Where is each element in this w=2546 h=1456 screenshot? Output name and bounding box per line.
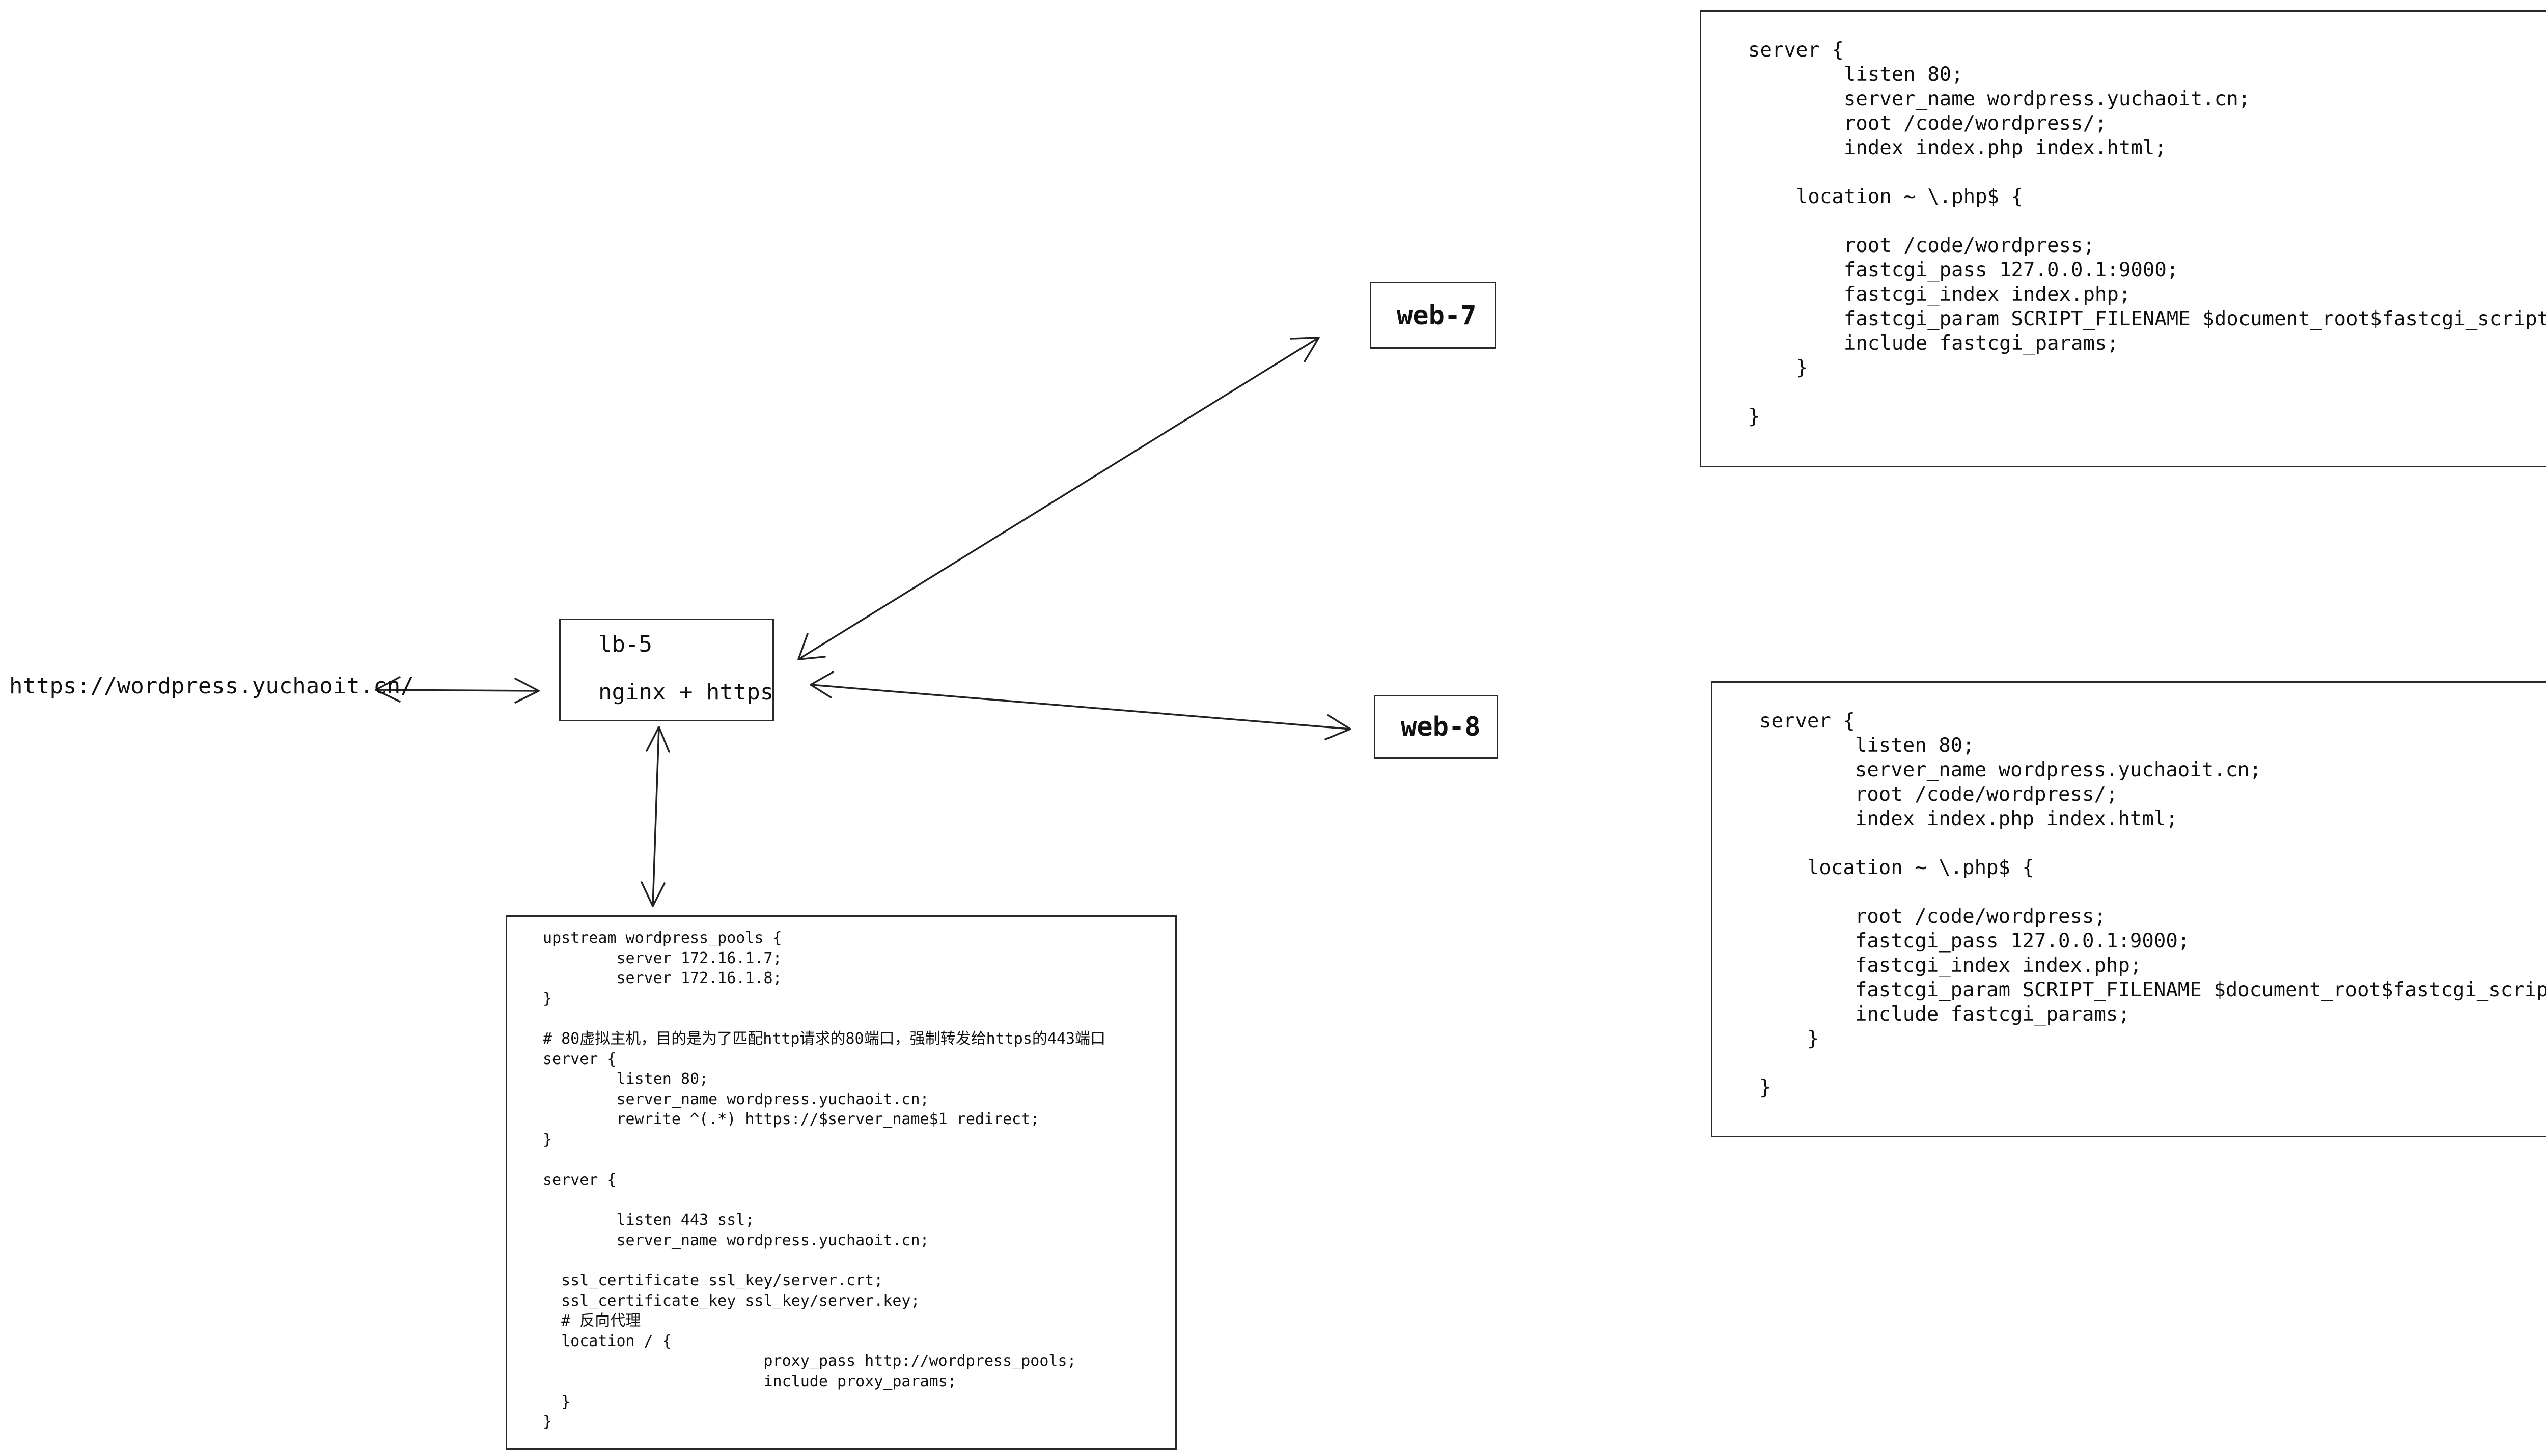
web7-config-line: }	[1748, 356, 1808, 379]
lb-config-line: server_name wordpress.yuchaoit.cn;	[543, 1090, 929, 1108]
web7-config-line: location ~ \.php$ {	[1748, 185, 2024, 208]
arrow-lb-config	[652, 726, 660, 907]
lb-config-line: listen 80;	[543, 1070, 709, 1088]
lb-config-line: server_name wordpress.yuchaoit.cn;	[543, 1231, 929, 1249]
arrow-lb-web7	[797, 337, 1320, 660]
web8-config-code: server { listen 80; server_name wordpres…	[1759, 709, 2546, 1100]
lb-config-line: proxy_pass http://wordpress_pools;	[543, 1352, 1076, 1370]
web8-config-line: location ~ \.php$ {	[1759, 856, 2035, 879]
web7-node: web-7	[1370, 282, 1496, 349]
web8-config-line: listen 80;	[1759, 734, 1975, 757]
lb-config-line: ssl_certificate ssl_key/server.crt;	[543, 1272, 883, 1290]
arrowhead-lb-web7-lb	[797, 633, 826, 660]
lb-config-line: server 172.16.1.7;	[543, 949, 782, 967]
lb-title: lb-5	[598, 631, 652, 657]
arrowhead-lb-web8-web	[1324, 714, 1351, 740]
lb-config-line: ssl_certificate_key ssl_key/server.key;	[543, 1292, 920, 1310]
web8-config-line: root /code/wordpress/;	[1759, 783, 2118, 806]
web8-config-line: fastcgi_index index.php;	[1759, 954, 2142, 977]
web8-config-line: server {	[1759, 710, 1855, 733]
web8-config-box: server { listen 80; server_name wordpres…	[1711, 681, 2546, 1137]
lb-config-line: }	[543, 989, 552, 1007]
web8-config-line: }	[1759, 1027, 1819, 1050]
web8-node: web-8	[1374, 695, 1498, 759]
arrowhead-lb-web7-web	[1290, 337, 1320, 362]
lb-config-line: }	[543, 1392, 571, 1411]
arrowhead-lb-config-top	[646, 726, 670, 753]
lb-config-line: server 172.16.1.8;	[543, 969, 782, 988]
lb-config-line: server {	[543, 1171, 617, 1189]
web7-config-line: include fastcgi_params;	[1748, 332, 2119, 355]
lb-config-line: }	[543, 1413, 552, 1431]
web7-config-code: server { listen 80; server_name wordpres…	[1748, 38, 2546, 429]
web8-config-line	[1759, 831, 2546, 856]
lb-config-line: server {	[543, 1050, 617, 1068]
web8-config-line	[1759, 1051, 2546, 1076]
arrow-lb-web8	[810, 684, 1351, 730]
web7-config-line: index index.php index.html;	[1748, 136, 2167, 159]
arrowhead-lb-config-bottom	[641, 881, 666, 907]
lb-config-line: include proxy_params;	[543, 1373, 957, 1391]
web7-title: web-7	[1397, 300, 1477, 331]
web7-config-line: fastcgi_pass 127.0.0.1:9000;	[1748, 259, 2179, 282]
lb-config-line	[543, 1150, 1105, 1170]
web7-config-line: }	[1748, 405, 1760, 428]
arrow-url-lb	[375, 689, 540, 692]
web8-config-line: server_name wordpress.yuchaoit.cn;	[1759, 759, 2262, 781]
arrowhead-url-lb-right	[514, 678, 540, 704]
arrowhead-url-lb-left	[375, 676, 401, 703]
lb-config-line	[543, 1251, 1105, 1271]
web8-config-line: root /code/wordpress;	[1759, 905, 2106, 928]
lb-config-line: }	[543, 1130, 552, 1149]
web7-config-box: server { listen 80; server_name wordpres…	[1700, 10, 2546, 467]
arrowhead-lb-web8-lb	[810, 671, 834, 698]
web8-config-line: }	[1759, 1076, 1772, 1099]
lb-node: lb-5 nginx + https	[559, 619, 774, 721]
web8-config-line: fastcgi_pass 127.0.0.1:9000;	[1759, 930, 2190, 953]
lb-config-code: upstream wordpress_pools { server 172.16…	[543, 928, 1105, 1432]
lb-config-line: upstream wordpress_pools {	[543, 929, 782, 947]
lb-config-line: # 80虚拟主机，目的是为了匹配http请求的80端口，强制转发给https的4…	[543, 1029, 1106, 1048]
url-label: https://wordpress.yuchaoit.cn/	[9, 673, 414, 699]
web8-config-line: index index.php index.html;	[1759, 807, 2178, 830]
lb-config-box: upstream wordpress_pools { server 172.16…	[506, 915, 1177, 1450]
lb-config-line: location / {	[543, 1332, 672, 1350]
lb-config-line	[543, 1190, 1105, 1211]
web7-config-line	[1748, 380, 2546, 405]
lb-subtitle: nginx + https	[598, 679, 774, 705]
web7-config-line: listen 80;	[1748, 63, 1963, 86]
web8-title: web-8	[1401, 712, 1481, 742]
lb-config-line: # 反向代理	[543, 1312, 641, 1330]
web7-config-line	[1748, 209, 2546, 234]
web7-config-line: server {	[1748, 39, 1844, 62]
web8-config-line	[1759, 880, 2546, 905]
web7-config-line: fastcgi_param SCRIPT_FILENAME $document_…	[1748, 307, 2546, 330]
web7-config-line	[1748, 160, 2546, 185]
lb-config-line	[543, 1009, 1105, 1029]
web8-config-line: include fastcgi_params;	[1759, 1003, 2130, 1026]
lb-config-line: rewrite ^(.*) https://$server_name$1 red…	[543, 1110, 1040, 1129]
web7-config-line: server_name wordpress.yuchaoit.cn;	[1748, 88, 2251, 110]
web7-config-line: root /code/wordpress;	[1748, 234, 2095, 257]
web8-config-line: fastcgi_param SCRIPT_FILENAME $document_…	[1759, 978, 2546, 1001]
lb-config-line: listen 443 ssl;	[543, 1211, 755, 1229]
web7-config-line: fastcgi_index index.php;	[1748, 283, 2131, 306]
web7-config-line: root /code/wordpress/;	[1748, 112, 2107, 135]
